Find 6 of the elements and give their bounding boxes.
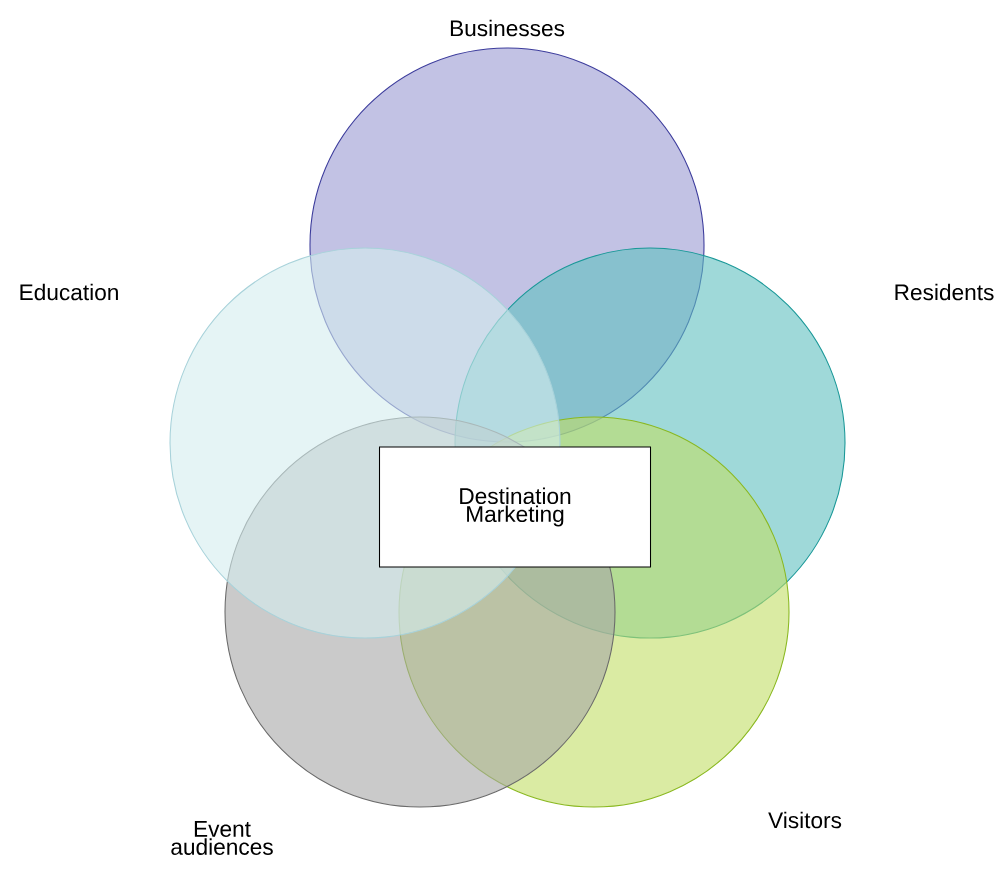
text-box: Destination Marketing <box>378 446 652 568</box>
circle-label: Residents <box>895 283 994 301</box>
circle-label: Visitors <box>768 811 842 829</box>
circle-label: Event audiences <box>171 821 273 855</box>
circle-label: Businesses <box>450 19 565 37</box>
circle-label: Education <box>20 283 118 301</box>
